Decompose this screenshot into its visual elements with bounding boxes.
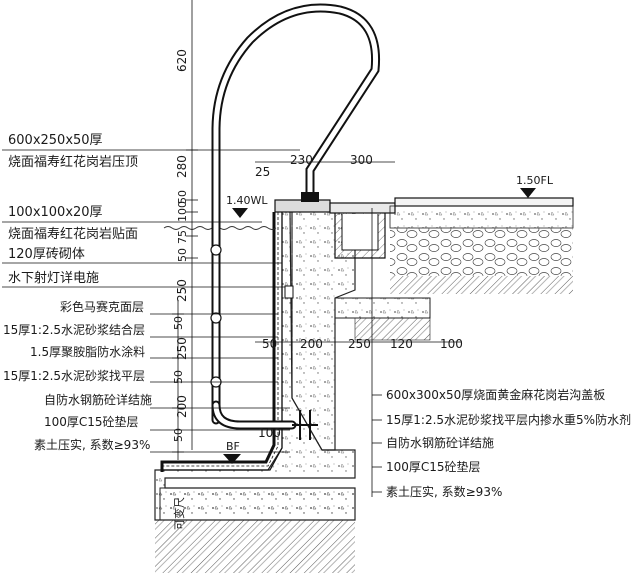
dim-bottom-100: 100 (258, 426, 281, 440)
label-coping-material: 烧面福寿红花岗岩压顶 (8, 154, 138, 170)
deck-gravel (390, 228, 573, 276)
label-facing-material: 烧面福寿红花岗岩贴面 (8, 226, 138, 242)
dimension-lines (2, 0, 462, 497)
label-compacted-soil: 素土压实, 系数≥93% (34, 437, 150, 452)
wl-level-marker (232, 208, 248, 218)
dim-50d: 50 (172, 370, 185, 384)
dim-280: 280 (175, 155, 189, 178)
dim-50e: 50 (172, 428, 185, 442)
pool-lining (160, 212, 276, 472)
underwater-light (284, 285, 294, 299)
label-rc-structure: 自防水钢筋砼详结施 (44, 392, 152, 407)
dim-50a: 50 (176, 190, 189, 204)
deck-soil (390, 276, 573, 294)
gutter-support-slab (334, 297, 431, 319)
waterproof-layer (162, 212, 279, 467)
deck-paving (394, 197, 574, 207)
dim-top-25: 25 (255, 165, 270, 179)
rail-anchor (301, 192, 319, 202)
dim-250a: 250 (175, 279, 189, 302)
gutter-inner (341, 214, 379, 251)
label-bonding-mortar: 15厚1:2.5水泥砂浆结合层 (3, 322, 145, 337)
level-bf: BF (226, 440, 240, 453)
ladder-foot-inner (213, 402, 295, 428)
dim-50b: 50 (176, 248, 189, 262)
fl-level-marker (520, 188, 536, 198)
deck-concrete (389, 205, 574, 229)
dim-mid-250: 250 (348, 337, 371, 351)
label-gutter-leveling: 15厚1:2.5水泥砂浆找平层内掺水重5%防水剂 (386, 412, 631, 427)
gutter-support-soil (354, 317, 431, 341)
dim-mid-120: 120 (390, 337, 413, 351)
ladder-handrail-inner (213, 5, 379, 423)
label-underwater-light: 水下射灯详电施 (8, 270, 99, 286)
dim-mid-100: 100 (440, 337, 463, 351)
label-gutter-cover: 600x300x50厚烧面黄金麻花岗岩沟盖板 (386, 387, 605, 402)
ladder-rung (210, 244, 222, 256)
dim-75: 75 (176, 230, 189, 244)
level-fl: 1.50FL (516, 174, 554, 187)
dim-50c: 50 (172, 316, 185, 330)
ladder-rung (210, 312, 222, 324)
label-brick-wall: 120厚砖砌体 (8, 247, 85, 262)
label-waterproof-coating: 1.5厚聚胺脂防水涂料 (30, 344, 145, 359)
label-leveling-mortar: 15厚1:2.5水泥砂浆找平层 (3, 368, 145, 383)
label-gutter-c15: 100厚C15砼垫层 (386, 459, 481, 474)
dim-top-230: 230 (290, 153, 313, 167)
dim-100a: 100 (176, 201, 189, 222)
variable-size-note: 可变尺 (172, 497, 186, 530)
base-soil (155, 520, 355, 573)
label-gutter-soil: 素土压实, 系数≥93% (386, 484, 502, 499)
label-coping-size: 600x250x50厚 (8, 133, 103, 148)
label-c15-cushion: 100厚C15砼垫层 (44, 414, 139, 429)
label-gutter-rc: 自防水钢筋砼详结施 (386, 435, 494, 450)
base-cushion (159, 487, 356, 521)
dim-mid-200: 200 (300, 337, 323, 351)
level-wl: 1.40WL (226, 194, 268, 207)
gutter-cover (329, 202, 396, 214)
label-facing-size: 100x100x20厚 (8, 205, 103, 220)
pool-lining-inner (162, 212, 283, 471)
dim-top-300: 300 (350, 153, 373, 167)
dim-mid-50: 50 (262, 337, 277, 351)
bf-level-marker (223, 454, 241, 464)
dim-620: 620 (175, 49, 189, 72)
label-mosaic: 彩色马赛克面层 (60, 299, 144, 314)
dim-250b: 250 (175, 337, 189, 360)
dim-200: 200 (175, 395, 189, 418)
